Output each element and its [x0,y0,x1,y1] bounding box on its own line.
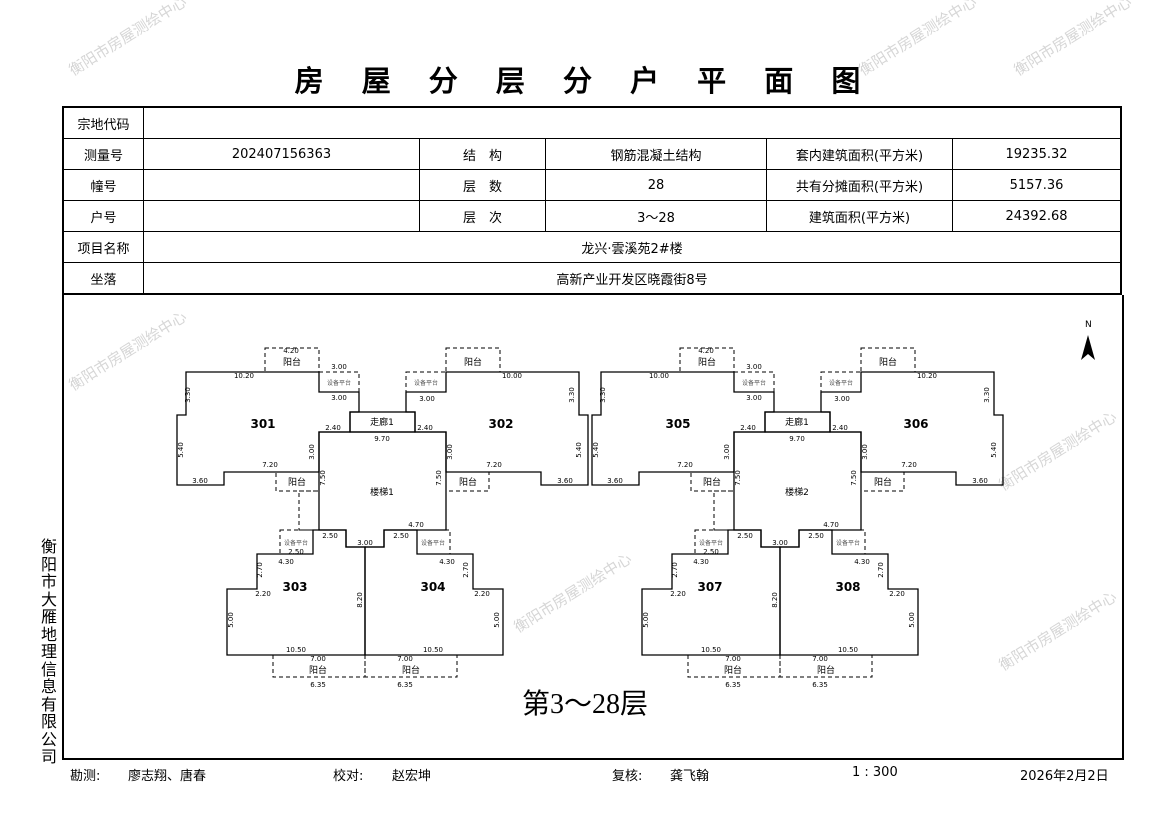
project-value: 龙兴·雲溪苑2#楼 [143,231,1122,263]
unit-no-value [143,200,420,232]
table-row: 坐落 高新产业开发区晓霞街8号 [62,262,1122,295]
table-row: 户号 层 次 3～28 建筑面积(平方米) 24392.68 [62,200,1122,232]
structure-label: 结 构 [419,138,546,170]
shared-area-value: 5157.36 [952,169,1122,201]
floor-range-label: 层 次 [419,200,546,232]
build-area-value: 24392.68 [952,200,1122,232]
inner-area-value: 19235.32 [952,138,1122,170]
floors-label: 层 数 [419,169,546,201]
structure-value: 钢筋混凝土结构 [545,138,767,170]
table-row: 测量号 202407156363 结 构 钢筋混凝土结构 套内建筑面积(平方米)… [62,138,1122,170]
page-title: 房 屋 分 层 分 户 平 面 图 [294,64,875,98]
build-area-label: 建筑面积(平方米) [766,200,953,232]
inner-area-label: 套内建筑面积(平方米) [766,138,953,170]
unit-no-label: 户号 [62,200,144,232]
checker-value: 赵宏坤 [392,769,432,784]
table-row: 项目名称 龙兴·雲溪苑2#楼 [62,231,1122,263]
building-no-label: 幢号 [62,169,144,201]
project-label: 项目名称 [62,231,144,263]
location-label: 坐落 [62,262,144,295]
company-name-vertical: 衡阳市大雁地理信息有限公司 [40,537,57,766]
surveyor-value: 廖志翔、唐春 [128,769,207,784]
floor-range-value: 3～28 [545,200,767,232]
scale-value: 1 : 300 [852,765,898,780]
checker-label: 校对: [333,769,364,784]
location-value: 高新产业开发区晓霞街8号 [143,262,1122,295]
date-value: 2026年2月2日 [1020,769,1109,784]
floors-value: 28 [545,169,767,201]
info-table: 宗地代码 测量号 202407156363 结 构 钢筋混凝土结构 套内建筑面积… [62,106,1122,295]
survey-no-label: 测量号 [62,138,144,170]
plan-frame [62,295,1124,760]
table-row: 幢号 层 数 28 共有分摊面积(平方米) 5157.36 [62,169,1122,201]
surveyor-label: 勘测: [70,769,101,784]
shared-area-label: 共有分摊面积(平方米) [766,169,953,201]
reviewer-label: 复核: [612,769,643,784]
table-row: 宗地代码 [62,106,1122,139]
land-code-label: 宗地代码 [62,106,144,139]
building-no-value [143,169,420,201]
floor-label: 第3～28层 [522,689,649,720]
survey-no-value: 202407156363 [143,138,420,170]
land-code-value [143,106,1122,139]
reviewer-value: 龚飞翰 [670,769,710,784]
